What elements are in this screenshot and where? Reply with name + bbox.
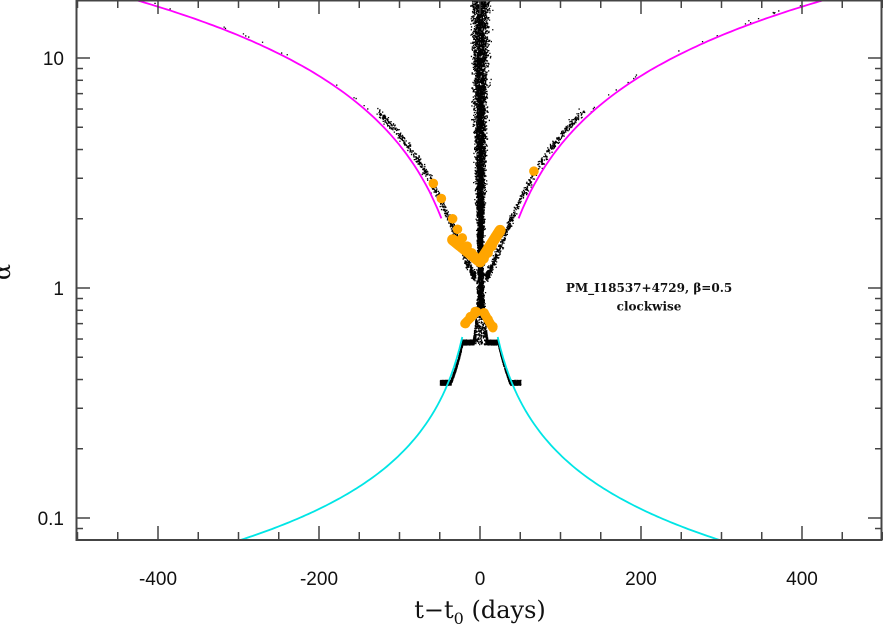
x-tick-label: 0 — [475, 569, 486, 590]
model-curves — [132, 0, 828, 540]
observed-point — [428, 178, 439, 189]
model-lower-left-curve — [238, 336, 464, 540]
simulation-point-cloud — [146, 0, 802, 386]
y-tick-label: 1 — [53, 279, 64, 300]
observed-point — [462, 241, 472, 251]
y-tick-label: 10 — [43, 49, 64, 70]
x-axis-label: t−t0 (days) — [414, 596, 546, 628]
y-axis-ticks: 0.1 1 10 — [38, 49, 882, 530]
model-upper-left-curve — [132, 0, 443, 219]
y-tick-label: 0.1 — [38, 509, 64, 530]
plot-frame — [75, 0, 883, 541]
annotation-text: clockwise — [617, 300, 682, 314]
annotation-text: PM_I18537+4729, β=0.5 — [566, 281, 732, 296]
observed-point — [436, 193, 447, 204]
observed-point — [487, 241, 497, 251]
model-lower-right-curve — [496, 336, 722, 540]
observed-point — [457, 233, 468, 243]
x-tick-label: 200 — [625, 569, 657, 590]
observed-point — [447, 213, 458, 224]
x-tick-label: 400 — [786, 569, 818, 590]
observed-point — [491, 233, 501, 243]
model-upper-right-curve — [517, 0, 828, 219]
observed-point — [483, 314, 493, 325]
x-axis-ticks: -400 -200 0 200 400 — [76, 0, 883, 590]
observed-point — [488, 321, 498, 332]
annotations: PM_I18537+4729, β=0.5 clockwise — [566, 281, 732, 314]
observed-point — [495, 225, 505, 236]
observed-point — [460, 318, 471, 329]
simulation-points — [146, 0, 802, 386]
x-tick-label: -200 — [300, 569, 338, 590]
observed-point — [470, 306, 480, 317]
observed-points — [428, 166, 539, 333]
x-tick-label: -400 — [139, 569, 177, 590]
y-axis-label: α — [0, 264, 16, 280]
observed-point — [529, 166, 539, 176]
observed-point — [452, 224, 463, 235]
